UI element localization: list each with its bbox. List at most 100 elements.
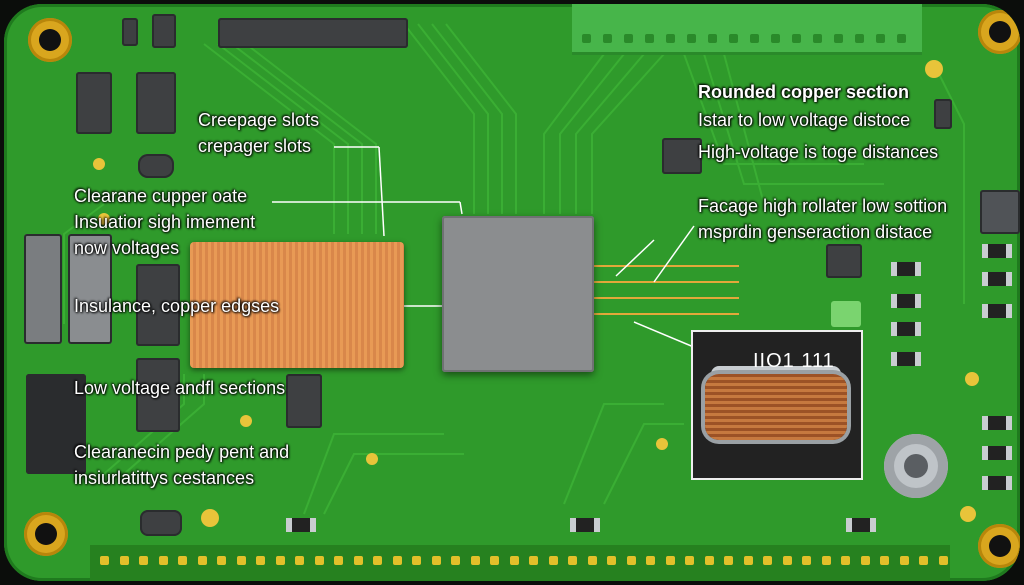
header-pad bbox=[841, 556, 850, 565]
inset-marking: IIO1 111 bbox=[753, 350, 835, 372]
label-clearane-2: Insuatior sigh imement bbox=[74, 212, 256, 232]
connector-pad bbox=[897, 34, 906, 43]
component bbox=[286, 374, 322, 428]
header-pad bbox=[509, 556, 519, 565]
transformer-closeup-inset: IIO1 111 bbox=[691, 330, 863, 480]
resistor bbox=[982, 244, 1012, 258]
transformer-coil bbox=[705, 374, 847, 440]
connector-pad bbox=[750, 34, 759, 43]
header-pad bbox=[743, 556, 753, 565]
resistor bbox=[891, 294, 921, 308]
capacitor bbox=[138, 154, 174, 178]
mounting-hole bbox=[28, 18, 72, 62]
side-connector bbox=[24, 234, 62, 344]
header-pad bbox=[470, 556, 480, 565]
resistor bbox=[982, 304, 1012, 318]
component bbox=[980, 190, 1020, 234]
header-pad bbox=[724, 556, 733, 565]
header-pad bbox=[431, 556, 441, 565]
connector-pad bbox=[687, 34, 696, 43]
header-pad bbox=[919, 556, 928, 565]
header-pad bbox=[626, 556, 636, 565]
component bbox=[136, 358, 180, 432]
label-insulance: Insulance, copper edgses bbox=[74, 296, 280, 316]
component bbox=[136, 72, 176, 134]
label-istar: Istar to low voltage distoce bbox=[698, 110, 911, 130]
header-pad bbox=[139, 556, 148, 565]
mounting-hole bbox=[978, 524, 1020, 568]
component bbox=[26, 374, 86, 474]
label-facage: Facage high rollater low sottion bbox=[698, 196, 948, 216]
connector-pad bbox=[603, 34, 612, 43]
header-pad bbox=[685, 556, 694, 565]
trimmer-knob bbox=[884, 434, 948, 498]
connector-pad bbox=[645, 34, 654, 43]
label-rounded-title: Rounded copper section bbox=[698, 82, 910, 102]
component bbox=[136, 264, 180, 346]
resistor bbox=[891, 322, 921, 336]
component bbox=[826, 244, 862, 278]
header-pad bbox=[256, 556, 265, 565]
pcb-traces bbox=[63, 23, 979, 527]
capacitor bbox=[140, 510, 182, 536]
main-ic-chip bbox=[442, 216, 594, 372]
connector-pad bbox=[771, 34, 780, 43]
header-pad bbox=[217, 556, 226, 565]
header-pad bbox=[314, 556, 324, 565]
header-pad bbox=[899, 556, 909, 565]
connector-pad bbox=[855, 34, 864, 43]
header-pad bbox=[158, 556, 168, 565]
header-pad bbox=[490, 556, 499, 565]
header-pad bbox=[568, 556, 577, 565]
header-pad bbox=[763, 556, 772, 565]
resistor bbox=[982, 416, 1012, 430]
header-pad bbox=[548, 556, 558, 565]
label-crepager-slots: crepager slots bbox=[198, 136, 312, 156]
component bbox=[934, 99, 952, 129]
component bbox=[662, 138, 702, 174]
header-pad bbox=[607, 556, 616, 565]
header-pad bbox=[295, 556, 304, 565]
header-pad bbox=[392, 556, 402, 565]
connector-pad bbox=[834, 34, 843, 43]
resistor bbox=[891, 352, 921, 366]
connector-pad bbox=[876, 34, 885, 43]
connector-pad bbox=[813, 34, 822, 43]
header-pad bbox=[665, 556, 675, 565]
header-pad bbox=[119, 556, 129, 565]
resistor bbox=[982, 476, 1012, 490]
connector-pad bbox=[666, 34, 675, 43]
header-pad bbox=[782, 556, 792, 565]
resistor bbox=[570, 518, 600, 532]
component bbox=[76, 72, 112, 134]
component bbox=[122, 18, 138, 46]
mounting-hole bbox=[978, 10, 1020, 54]
connector-pad bbox=[624, 34, 633, 43]
header-pad bbox=[451, 556, 460, 565]
resistor bbox=[982, 272, 1012, 286]
label-clearane-1: Clearane cupper oate bbox=[74, 186, 248, 206]
header-pad bbox=[802, 556, 811, 565]
label-high-voltage: High-voltage is toge distances bbox=[698, 142, 939, 162]
label-msprdin: msprdin genseraction distace bbox=[698, 222, 933, 242]
header-pad bbox=[646, 556, 655, 565]
header-pad bbox=[353, 556, 363, 565]
header-pad bbox=[529, 556, 538, 565]
header-pad bbox=[100, 556, 109, 565]
label-clearanecin-2: insiurlatittys cestances bbox=[74, 468, 255, 488]
header-pad bbox=[704, 556, 714, 565]
connector-block bbox=[218, 18, 408, 48]
label-clearane-3: now voltages bbox=[74, 238, 180, 258]
label-creepage-slots: Creepage slots bbox=[198, 110, 320, 130]
header-pad bbox=[334, 556, 343, 565]
resistor bbox=[891, 262, 921, 276]
header-pad bbox=[412, 556, 421, 565]
header-pad bbox=[236, 556, 246, 565]
header-pad bbox=[373, 556, 382, 565]
header-pad bbox=[938, 556, 948, 565]
label-clearanecin-1: Clearanecin pedy pent and bbox=[74, 442, 290, 462]
label-low-voltage: Low voltage andfl sections bbox=[74, 378, 286, 398]
header-pad bbox=[197, 556, 207, 565]
header-pad bbox=[178, 556, 187, 565]
component bbox=[152, 14, 176, 48]
